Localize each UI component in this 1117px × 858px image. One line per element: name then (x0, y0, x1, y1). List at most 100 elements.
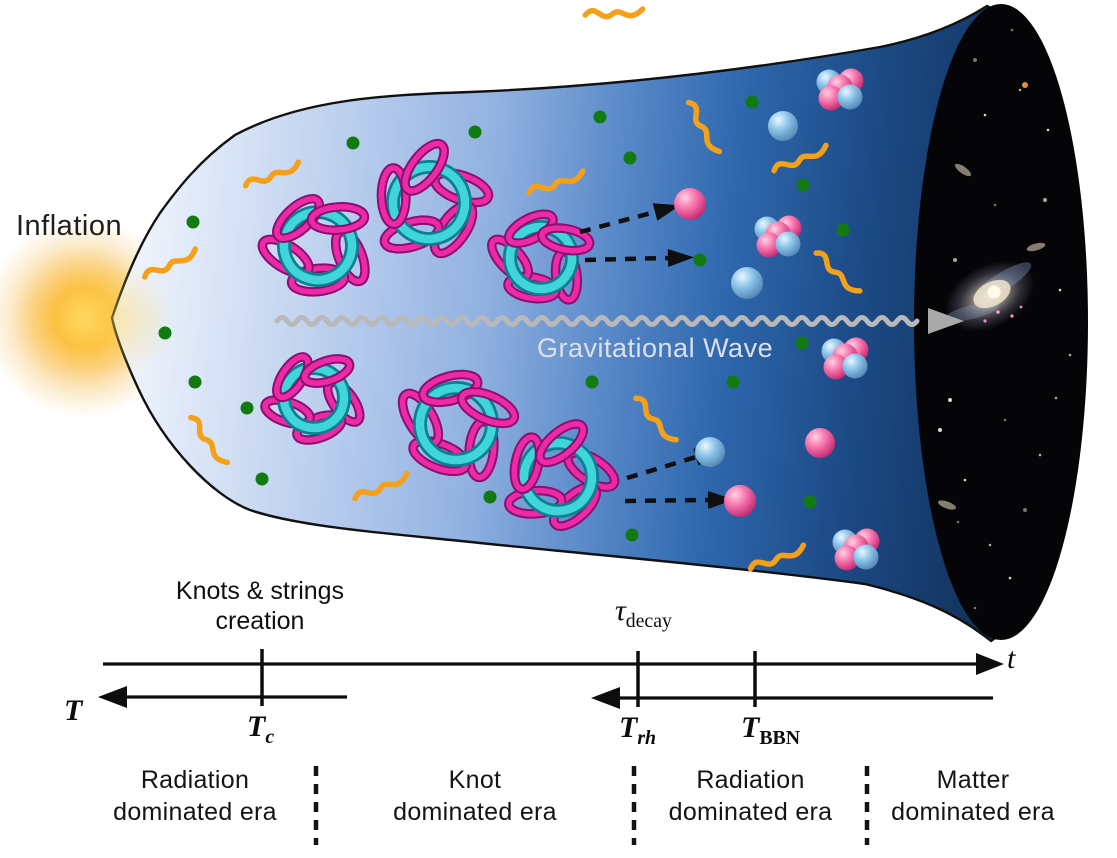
cluster-sphere (823, 354, 849, 380)
star (1058, 288, 1062, 292)
deep-space-field (928, 28, 1072, 610)
temperature-arrow-2-head (591, 687, 620, 709)
particle-cluster (754, 215, 802, 258)
knot (257, 194, 370, 297)
TBBN-subscript: BBN (759, 727, 801, 749)
cluster-sphere (756, 232, 782, 258)
string-squiggle (747, 542, 807, 572)
era-line2: dominated era (668, 798, 833, 826)
string-squiggle (188, 414, 230, 466)
knot-loop (537, 421, 586, 466)
green-particle-dot (186, 215, 200, 229)
knot (260, 352, 365, 445)
gravitational-wave-arrowhead (928, 308, 964, 334)
green-particle-dot (593, 110, 607, 124)
cluster-sphere (775, 231, 801, 257)
star (1008, 576, 1012, 580)
decay-arrow-line (584, 255, 669, 263)
cluster-sphere (818, 85, 844, 111)
string-squiggle (771, 142, 829, 174)
era-line1: Knot (448, 766, 502, 794)
star (938, 428, 942, 432)
knot-loop (410, 438, 469, 475)
timeline (98, 649, 1004, 709)
era-label-knot: Knot dominated era (324, 764, 626, 828)
star (1010, 28, 1014, 32)
horn-contents (142, 6, 880, 572)
green-particle-dot (585, 375, 599, 389)
knots-creation-label: Knots & strings creation (130, 576, 390, 636)
string-squiggle (633, 395, 679, 443)
era-line1: Matter (936, 766, 1010, 794)
Trh-subscript: rh (637, 727, 657, 749)
green-particle-dot (625, 528, 639, 542)
inflation-label: Inflation (16, 210, 123, 242)
star (1054, 396, 1058, 400)
green-particle-dot (483, 490, 497, 504)
particle-cluster (832, 528, 880, 571)
string-squiggle (685, 99, 723, 155)
star (963, 478, 967, 482)
string-squiggle (352, 470, 410, 502)
decay-arrow-line (624, 497, 709, 504)
knot-loop (506, 211, 556, 246)
spiral-galaxy (944, 82, 1035, 332)
tick-label-TBBN: TBBN (741, 711, 800, 748)
era-label-matter: Matter dominated era (858, 764, 1088, 828)
knot-loop (511, 434, 543, 492)
decay-arrow-line (579, 209, 656, 235)
knot-loop (301, 356, 353, 386)
tau-decay-label: τdecay (615, 594, 672, 631)
pink-particle-sphere (805, 428, 835, 458)
string-squiggle (813, 250, 863, 294)
star (1068, 353, 1072, 357)
knots-creation-line1: Knots & strings (175, 577, 345, 605)
inflation-glow-overlay (58, 261, 174, 377)
galaxy-core (987, 285, 1001, 299)
Trh-symbol: T (619, 711, 638, 744)
star-forming-region (996, 310, 1000, 314)
knot-loop (399, 390, 442, 446)
star-forming-region (1019, 305, 1023, 309)
decay-arrow-head (652, 203, 681, 221)
time-axis-arrowhead (976, 653, 1004, 675)
star (1043, 198, 1047, 202)
string-squiggle (526, 168, 586, 196)
era-line2: dominated era (891, 798, 1055, 826)
faint-galaxy (937, 500, 957, 510)
decay-arrow-head (667, 249, 694, 267)
star (988, 543, 992, 547)
knot-loop (274, 196, 322, 241)
pink-particle-sphere (674, 188, 706, 220)
green-particle-dot (623, 151, 637, 165)
tick-label-Trh: Trh (619, 711, 656, 748)
string-squiggle (142, 246, 198, 280)
cluster-sphere (837, 84, 863, 110)
star (1018, 88, 1022, 92)
star (973, 58, 977, 62)
particle-cluster (821, 337, 869, 380)
decay-arrow-head (707, 491, 734, 509)
green-particle-dot (796, 178, 810, 192)
gravitational-wave-label: Gravitational Wave (537, 333, 774, 363)
star (973, 606, 977, 610)
knots-creation-line2: creation (215, 607, 305, 635)
era-line2: dominated era (113, 798, 277, 826)
green-particle-dot (803, 495, 817, 509)
knot-loop (381, 217, 442, 252)
blue-particle-sphere (731, 267, 763, 299)
temperature-axis-label: T (64, 694, 83, 727)
star (993, 203, 997, 207)
era-line2: dominated era (393, 798, 557, 826)
knot-loop (459, 389, 518, 427)
pink-particle-sphere (724, 485, 756, 517)
gravitational-wave-line (274, 315, 920, 327)
knot-loop (308, 204, 368, 233)
era-dividers (313, 766, 870, 845)
distant-star (1022, 82, 1028, 88)
green-particle-dot (795, 336, 809, 350)
Tc-subscript: c (265, 726, 275, 748)
knot (504, 419, 620, 531)
green-particle-dot (240, 401, 254, 415)
green-particle-dot (188, 375, 202, 389)
